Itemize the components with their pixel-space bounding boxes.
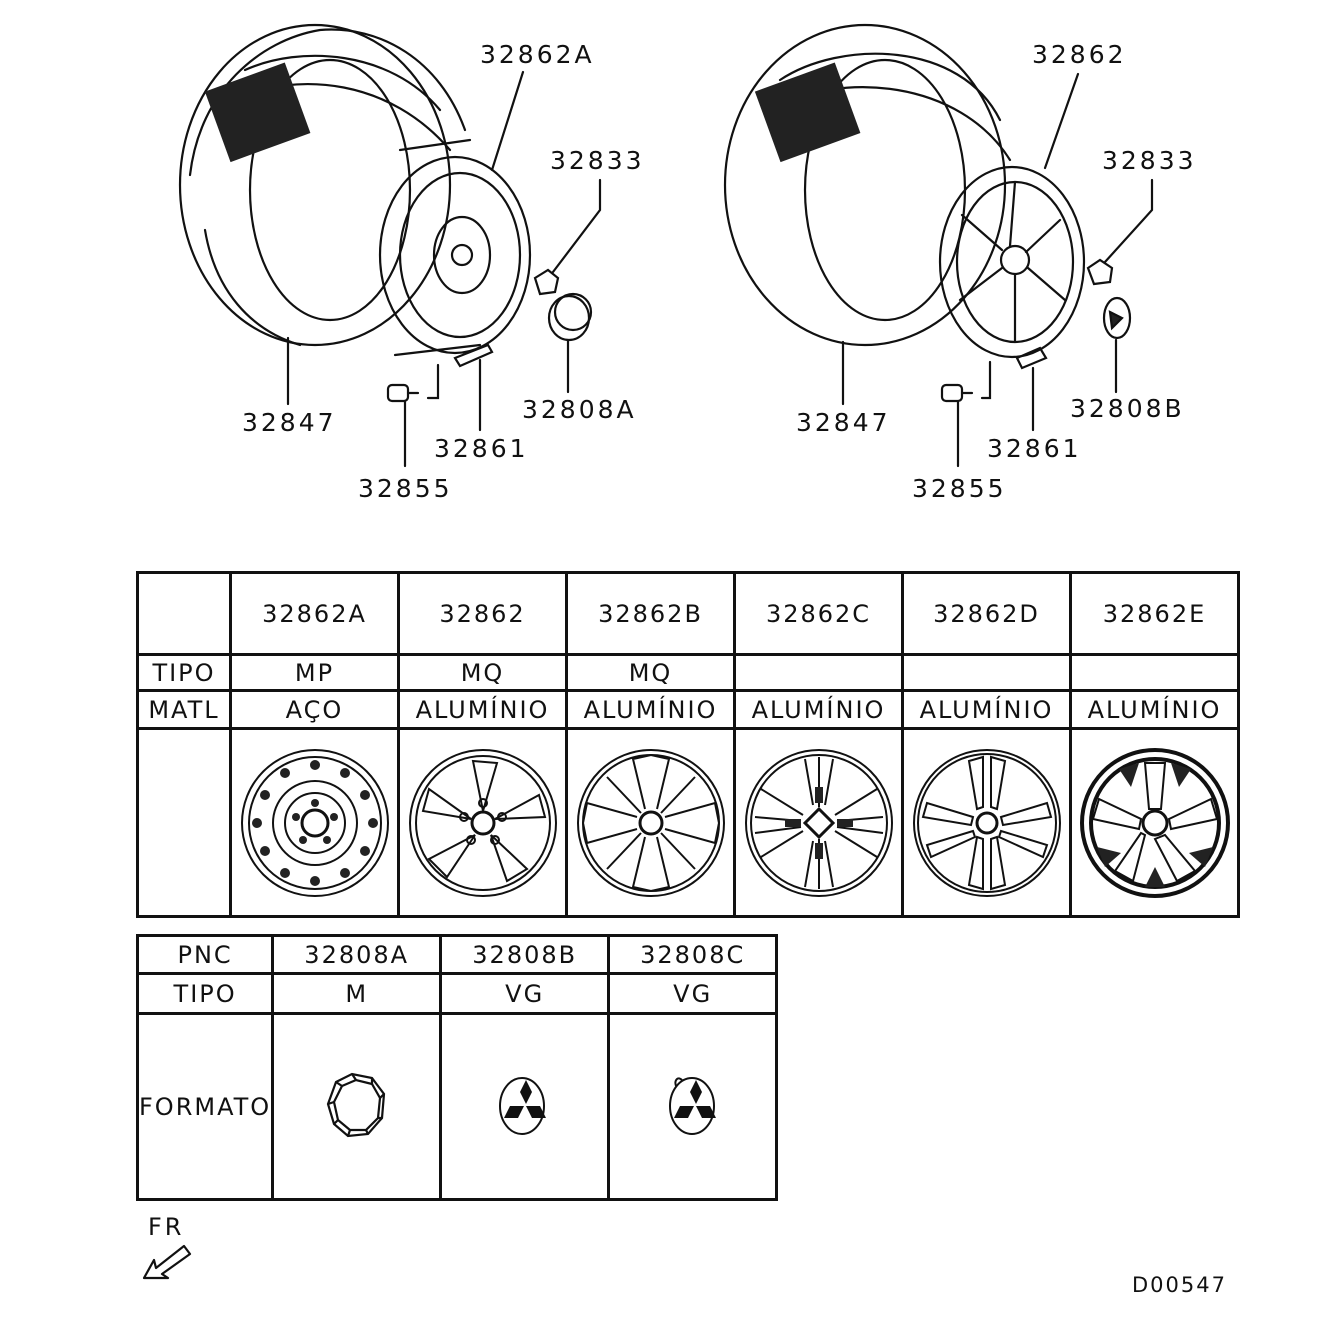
pnc-header: 32862 <box>397 571 568 656</box>
pnc-header: 32862E <box>1069 571 1240 656</box>
drawing-code: D00547 <box>1132 1273 1227 1297</box>
type-cell <box>1069 653 1240 692</box>
wheel-image-cell <box>397 727 568 918</box>
pnc-cell: 32808B <box>439 934 611 975</box>
pnc-header: 32862C <box>733 571 904 656</box>
type-cell: M <box>271 972 443 1015</box>
front-arrow-icon <box>142 1244 192 1280</box>
wheel-image-cell <box>1069 727 1240 918</box>
emblem-cap-icon <box>668 1076 716 1135</box>
front-direction-label: FR <box>148 1213 185 1241</box>
material-cell: ALUMÍNIO <box>565 689 736 730</box>
emblem-cap-icon <box>498 1076 546 1135</box>
tire-left <box>178 23 467 347</box>
material-cell: ALUMÍNIO <box>397 689 568 730</box>
tire-right <box>723 23 1012 347</box>
nut-right <box>1086 258 1114 286</box>
wheel-variant-table: 32862A 32862 32862B 32862C 32862D 32862E… <box>136 571 1240 918</box>
alloy-wheel-icon <box>408 748 557 897</box>
pnc-header: 32862B <box>565 571 736 656</box>
type-cell <box>733 653 904 692</box>
corner-cell <box>136 571 232 656</box>
callout-tire-right: 32847 <box>796 408 891 437</box>
alloy-wheel-icon <box>1079 747 1230 898</box>
callout-nut-right: 32833 <box>1102 146 1197 175</box>
cap-image-cell <box>607 1012 779 1201</box>
pnc-header: 32862D <box>901 571 1072 656</box>
type-cell: MP <box>229 653 400 692</box>
type-cell <box>901 653 1072 692</box>
hub-cap-left <box>547 292 593 342</box>
row-label-type: TIPO <box>135 972 275 1015</box>
callout-cap-left: 32808A <box>522 395 637 424</box>
valve-left <box>386 383 420 403</box>
exploded-view-drawing <box>178 23 1154 468</box>
callout-rim-left: 32862A <box>480 40 595 69</box>
nut-left <box>533 268 560 296</box>
cap-image-cell <box>439 1012 611 1201</box>
callout-tire-left: 32847 <box>242 408 337 437</box>
callout-valve-left: 32855 <box>358 474 453 503</box>
wheel-image-cell <box>229 727 400 918</box>
pnc-header: 32862A <box>229 571 400 656</box>
pnc-cell: 32808A <box>271 934 443 975</box>
rim-right <box>938 165 1086 359</box>
material-cell: ALUMÍNIO <box>1069 689 1240 730</box>
row-label-material: MATL <box>136 689 232 730</box>
row-label-image <box>136 727 232 918</box>
row-label-shape: FORMATO <box>135 1012 275 1201</box>
alloy-wheel-icon <box>576 748 725 897</box>
hub-cap-table: PNC 32808A 32808B 32808C TIPO M VG VG FO… <box>135 934 779 1201</box>
cap-image-cell <box>271 1012 443 1201</box>
callout-weight-right: 32861 <box>987 434 1082 463</box>
material-cell: ALUMÍNIO <box>901 689 1072 730</box>
wheel-image-cell <box>565 727 736 918</box>
callout-nut-left: 32833 <box>550 146 645 175</box>
row-label-pnc: PNC <box>135 934 275 975</box>
weight-right <box>1015 346 1048 370</box>
type-cell: MQ <box>565 653 736 692</box>
pnc-cell: 32808C <box>607 934 779 975</box>
callout-cap-right: 32808B <box>1070 394 1185 423</box>
weight-left <box>453 343 494 368</box>
row-label-type: TIPO <box>136 653 232 692</box>
material-cell: AÇO <box>229 689 400 730</box>
type-cell: VG <box>439 972 611 1015</box>
type-cell: VG <box>607 972 779 1015</box>
callout-rim-right: 32862 <box>1032 40 1127 69</box>
steel-wheel-icon <box>240 748 389 897</box>
alloy-wheel-icon <box>744 748 893 897</box>
type-cell: MQ <box>397 653 568 692</box>
emblem-cap-right <box>1102 296 1132 340</box>
wheel-image-cell <box>733 727 904 918</box>
callout-weight-left: 32861 <box>434 434 529 463</box>
callout-valve-right: 32855 <box>912 474 1007 503</box>
alloy-wheel-icon <box>912 748 1061 897</box>
hub-nut-cap-icon <box>326 1072 385 1137</box>
rim-left <box>378 138 532 357</box>
wheel-image-cell <box>901 727 1072 918</box>
material-cell: ALUMÍNIO <box>733 689 904 730</box>
valve-right <box>940 383 974 403</box>
